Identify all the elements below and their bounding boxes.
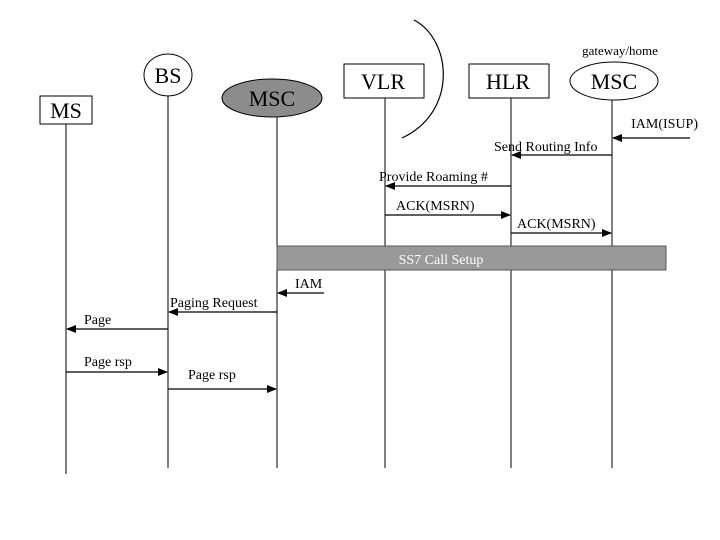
message-send-routing-info-label: Send Routing Info [494, 140, 597, 155]
entity-msc-gateway: gateway/home MSC [569, 43, 659, 101]
gateway-caption: gateway/home [582, 43, 658, 58]
message-page-rsp-bs: Page rsp [168, 368, 277, 393]
message-page-rsp-bs-label: Page rsp [188, 368, 236, 383]
ss7-call-setup-bar: SS7 Call Setup [276, 245, 667, 271]
entity-msc-serving-label: MSC [249, 86, 295, 111]
entity-ms-label: MS [50, 98, 82, 123]
entity-msc-gateway-label: MSC [591, 69, 637, 94]
message-page-rsp-ms-label: Page rsp [84, 355, 132, 370]
message-paging-request-label: Paging Request [170, 296, 258, 311]
message-iam-label: IAM [295, 277, 323, 292]
entity-bs-label: BS [155, 63, 182, 88]
message-page: Page [66, 313, 168, 333]
network-boundary-curve [401, 19, 444, 139]
message-ack-msrn-hlr: ACK(MSRN) [511, 217, 612, 237]
message-iam-isup-label: IAM(ISUP) [631, 117, 698, 132]
message-iam: IAM [277, 277, 324, 297]
message-page-label: Page [84, 313, 111, 328]
ss7-call-setup-label: SS7 Call Setup [399, 253, 484, 268]
message-ack-msrn-vlr: ACK(MSRN) [385, 199, 511, 219]
entity-hlr-label: HLR [486, 69, 530, 94]
message-page-rsp-ms: Page rsp [66, 355, 168, 376]
message-iam-isup: IAM(ISUP) [612, 117, 698, 142]
message-ack-msrn-vlr-label: ACK(MSRN) [396, 199, 475, 214]
entity-vlr-label: VLR [361, 69, 405, 94]
entity-vlr: VLR [343, 63, 425, 99]
entity-ms: MS [39, 95, 93, 125]
entity-bs: BS [143, 53, 193, 97]
entity-msc-serving: MSC [221, 78, 323, 118]
message-provide-roaming-label: Provide Roaming # [379, 170, 488, 185]
entity-hlr: HLR [468, 63, 550, 99]
message-send-routing-info: Send Routing Info [494, 140, 612, 159]
message-paging-request: Paging Request [168, 296, 277, 316]
message-provide-roaming: Provide Roaming # [379, 170, 511, 190]
message-ack-msrn-hlr-label: ACK(MSRN) [517, 217, 596, 232]
